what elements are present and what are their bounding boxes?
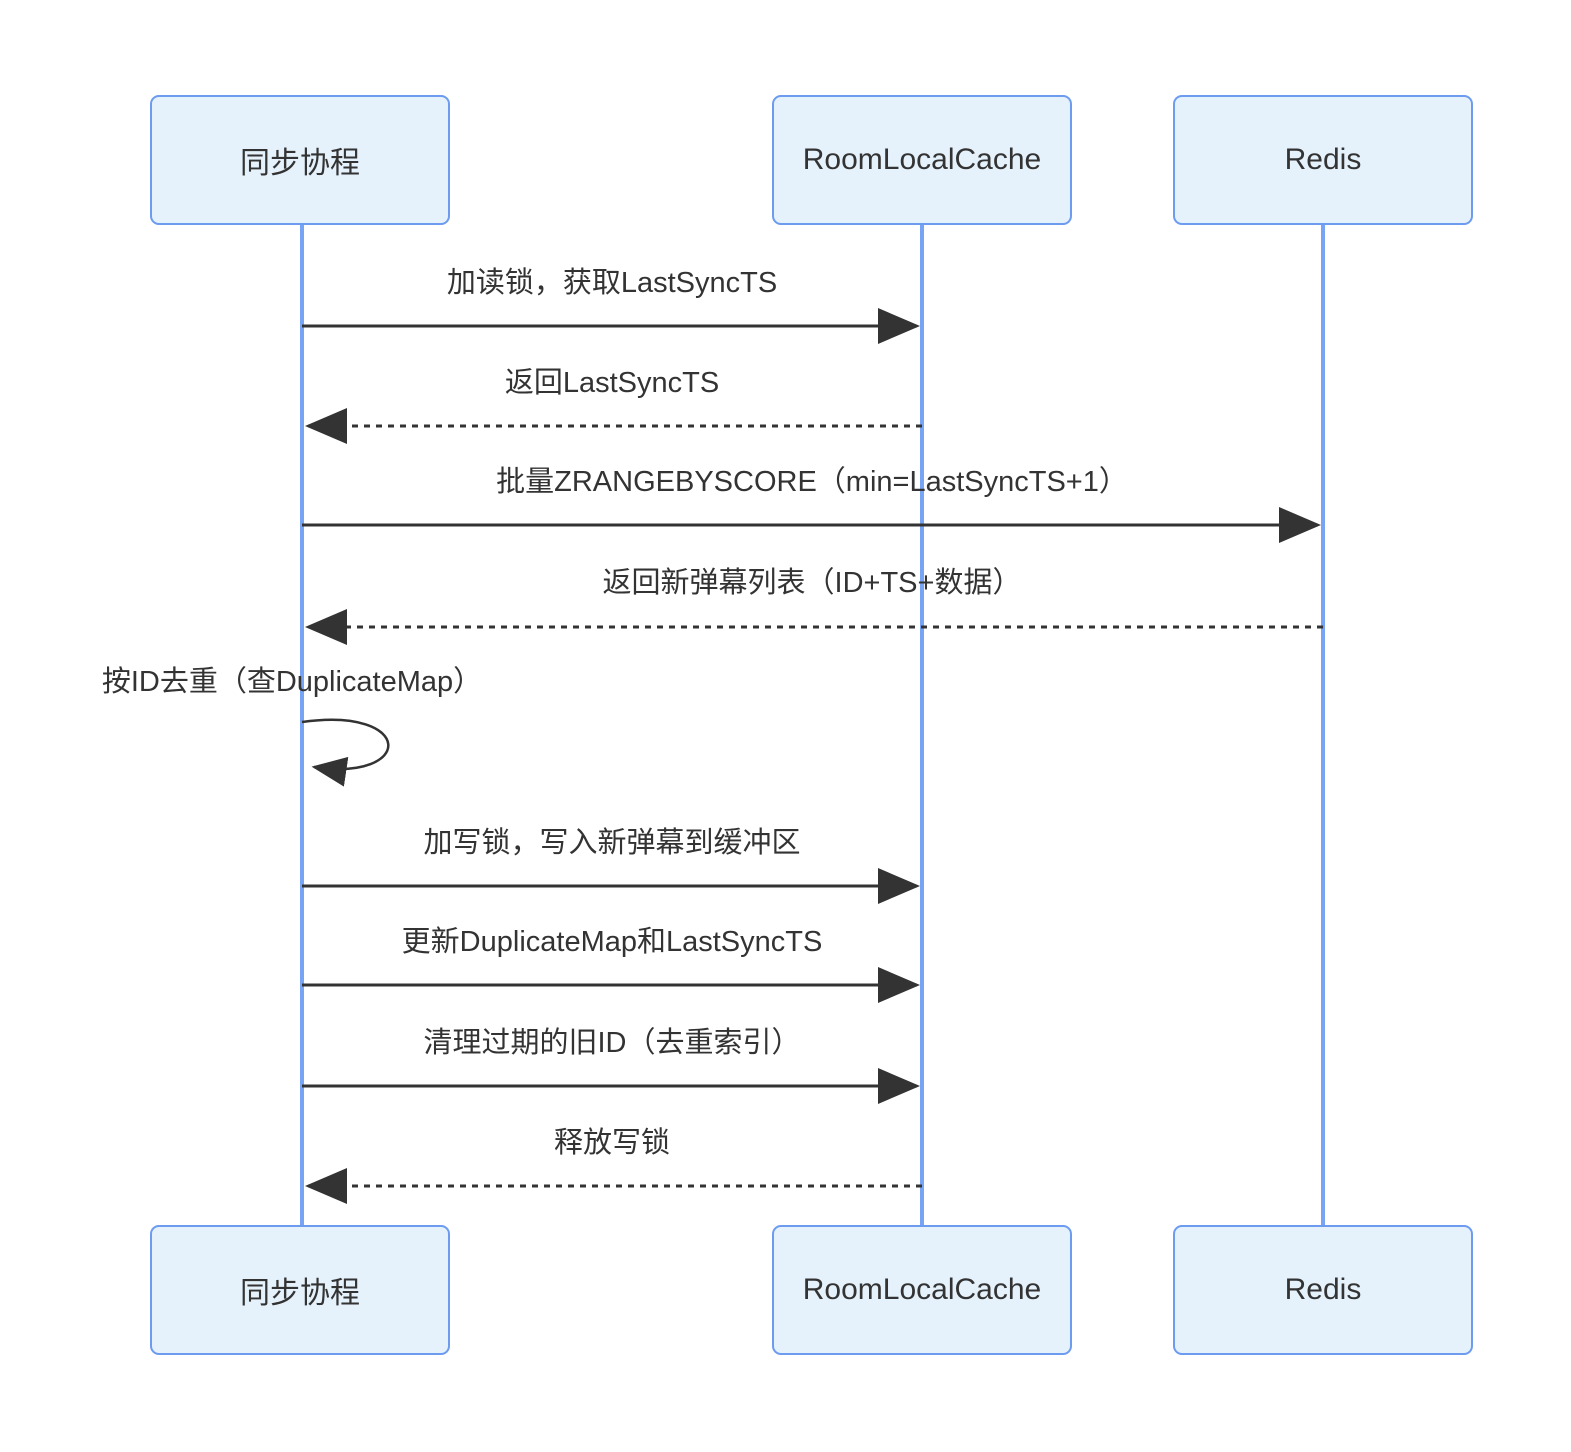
actor-label: Redis (1284, 1273, 1362, 1306)
message-label-2: 返回LastSyncTS (504, 367, 720, 399)
message-label-8: 清理过期的旧ID（去重索引） (423, 1027, 801, 1059)
message-label-9: 释放写锁 (553, 1127, 671, 1159)
actor-box-sync-coroutine-bottom: 同步协程 (150, 1225, 450, 1355)
actor-box-redis-top: Redis (1173, 95, 1473, 225)
actor-box-room-local-cache-bottom: RoomLocalCache (772, 1225, 1072, 1355)
actor-label: RoomLocalCache (802, 143, 1042, 176)
message-label-4: 返回新弹幕列表（ID+TS+数据） (602, 567, 1022, 599)
message-label-6: 加写锁，写入新弹幕到缓冲区 (423, 827, 801, 859)
actor-label: Redis (1284, 143, 1362, 176)
message-label-1: 加读锁，获取LastSyncTS (446, 267, 778, 299)
actor-label: RoomLocalCache (802, 1273, 1042, 1306)
actor-box-redis-bottom: Redis (1173, 1225, 1473, 1355)
actor-label: 同步协程 (240, 147, 360, 180)
self-loop-arrow (301, 718, 390, 787)
actor-box-room-local-cache-top: RoomLocalCache (772, 95, 1072, 225)
message-label-5: 按ID去重（查DuplicateMap） (101, 666, 483, 698)
message-label-7: 更新DuplicateMap和LastSyncTS (401, 926, 823, 958)
actor-box-sync-coroutine-top: 同步协程 (150, 95, 450, 225)
message-label-3: 批量ZRANGEBYSCORE（min=LastSyncTS+1） (496, 466, 1128, 498)
actor-label: 同步协程 (240, 1277, 360, 1310)
